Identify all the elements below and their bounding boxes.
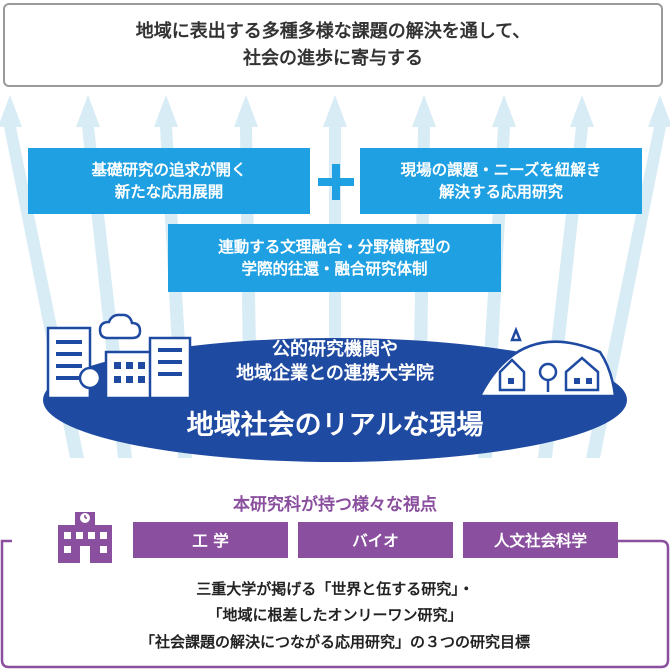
research-goals: 三重大学が掲げる「世界と伍する研究」・ 「地域に根差したオンリーワン研究」 「社…: [0, 576, 670, 655]
tab-humanities: 人文社会科学: [463, 522, 618, 558]
top-goal-line2: 社会の進歩に寄与する: [243, 48, 423, 69]
community-main-label: 地域社会のリアルな現場: [186, 409, 484, 441]
basic-research-line1: 基礎研究の追求が開く: [91, 160, 247, 179]
interdisciplinary-line2: 学際的往還・融合研究体制: [241, 260, 428, 278]
partner-line1: 公的研究機関や: [272, 339, 398, 360]
basic-research-line2: 新たな応用展開: [114, 183, 224, 201]
field-research-box: 現場の課題・ニーズを紐解き 解決する応用研究: [360, 148, 642, 214]
tab-bio: バイオ: [298, 522, 453, 558]
partner-line2: 地域企業との連携大学院: [236, 363, 434, 385]
goals-line1: 三重大学が掲げる「世界と伍する研究」・: [196, 580, 474, 598]
interdisciplinary-box: 連動する文理融合・分野横断型の 学際的往還・融合研究体制: [168, 224, 501, 292]
goals-line2: 「地域に根差したオンリーワン研究」: [207, 606, 463, 625]
plus-icon: [318, 164, 354, 200]
purple-frame: [0, 539, 670, 669]
field-research-line2: 解決する応用研究: [438, 183, 563, 201]
field-research-line1: 現場の課題・ニーズを紐解き: [400, 160, 602, 179]
interdisciplinary-line1: 連動する文理融合・分野横断型の: [218, 237, 451, 256]
basic-research-box: 基礎研究の追求が開く 新たな応用展開: [28, 148, 310, 214]
goals-line3: 「社会課題の解決につながる応用研究」の３つの研究目標: [139, 632, 530, 651]
university-building-icon: [58, 512, 112, 563]
top-goal-box: 地域に表出する多種多様な課題の解決を通して、 社会の進歩に寄与する: [3, 3, 663, 87]
partner-text: 公的研究機関や 地域企業との連携大学院: [0, 338, 670, 387]
village-hills-icon: [477, 326, 617, 398]
community-oval-text: 公的研究機関や 地域企業との連携大学院 地域社会のリアルな現場: [0, 338, 670, 442]
top-goal-line1: 地域に表出する多種多様な課題の解決を通して、: [135, 21, 531, 42]
perspectives-title: 本研究科が持つ様々な視点: [233, 495, 437, 515]
city-buildings-icon: [46, 326, 192, 400]
tab-engineering: 工 学: [133, 522, 288, 558]
cloud-icon: [98, 313, 142, 340]
